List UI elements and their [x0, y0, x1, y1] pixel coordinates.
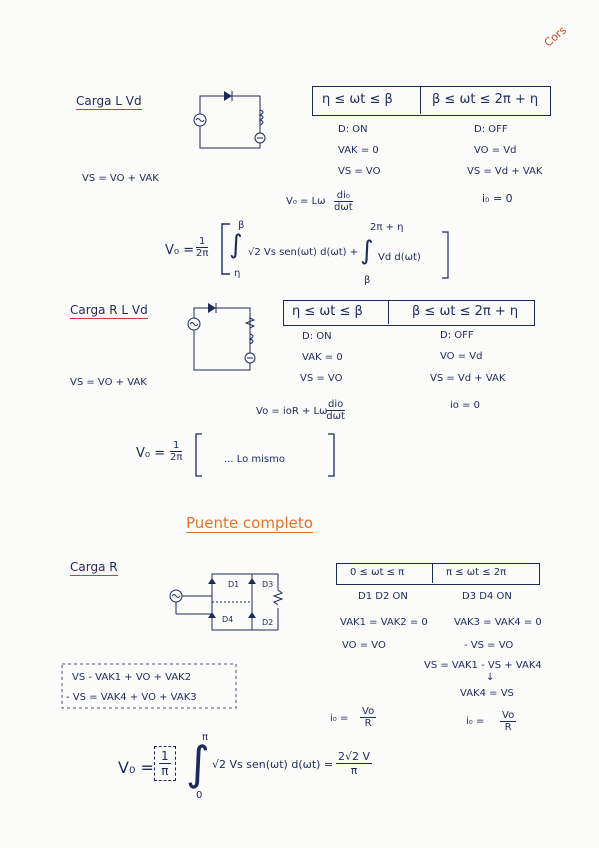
section2-left-eq: VS = VO + VAK — [70, 377, 147, 388]
section1-bracket — [221, 223, 230, 275]
circuit-bridge-diagram — [169, 573, 284, 631]
section2-col2-0: D: OFF — [440, 330, 474, 341]
section2-io: io = 0 — [450, 400, 480, 411]
section1-int-body1: √2 Vs sen(ωt) d(ωt) + — [248, 247, 359, 258]
section1-integral-sign1: ∫ — [229, 230, 243, 260]
section3-final-upper: π — [202, 732, 209, 743]
section1-int-body2: Vd d(ωt) — [378, 252, 421, 263]
section1-integral-sign2: ∫ — [360, 236, 374, 266]
section3-title: Carga R — [70, 560, 118, 576]
section3-interval-right: π ≤ ωt ≤ 2π — [446, 567, 507, 578]
section2-int-lhs: V₀ = — [136, 446, 166, 461]
section3-col1-1: VAK1 = VAK2 = 0 — [340, 617, 428, 628]
section2-col2-1: VO = Vd — [440, 351, 483, 362]
section2-col2-2: VS = Vd + VAK — [430, 373, 506, 384]
section1-vo-eq: V₀ = Lω — [286, 196, 326, 207]
corner-stamp: Cors — [541, 23, 569, 50]
section1-int-upper2: 2π + η — [370, 222, 404, 233]
section3-final-integral-sign: ∫ — [186, 736, 210, 790]
section2-col1-1: VAK = 0 — [302, 352, 343, 363]
section2-title: Carga R L Vd — [70, 303, 148, 319]
section2-interval-right: β ≤ ωt ≤ 2π + η — [412, 304, 519, 319]
section3-col2-1: VAK3 = VAK4 = 0 — [454, 617, 542, 628]
section3-col2-0: D3 D4 ON — [462, 591, 512, 602]
section1-left-eq: VS = VO + VAK — [82, 173, 159, 184]
section3-io-right: i₀ = — [466, 716, 485, 727]
section1-interval-left: η ≤ ωt ≤ β — [322, 92, 393, 107]
section2-vo-eq: Vo = ioR + Lω — [256, 406, 328, 417]
section2-int-body: ... Lo mismo — [224, 454, 285, 465]
section3-right-eq1: VS = VAK1 - VS + VAK4 — [424, 660, 542, 671]
circuit-rlvd-diagram — [187, 303, 256, 371]
section2-bracket — [195, 433, 335, 477]
section2-col1-0: D: ON — [302, 331, 332, 342]
section3-left-eq2: - VS = VAK4 + VO + VAK3 — [66, 692, 197, 703]
section1-col2-0: D: OFF — [474, 124, 508, 135]
bridge-d1: D1 — [228, 580, 240, 589]
section1-title: Carga L Vd — [76, 94, 142, 110]
section3-heading: Puente completo — [186, 514, 313, 533]
section1-int-lhs: V₀ = — [165, 243, 195, 258]
section2-col1-2: VS = VO — [300, 373, 343, 384]
section1-int-lower1: η — [234, 268, 241, 279]
bridge-d3: D3 — [262, 580, 274, 589]
section1-col2-1: VO = Vd — [474, 145, 517, 156]
section3-io-left: i₀ = — [330, 713, 349, 724]
section3-final-lower: 0 — [196, 790, 203, 801]
section3-col2-2: - VS = VO — [464, 640, 514, 651]
section1-bracket-right — [442, 231, 449, 279]
section3-final-lhs: V₀ = — [118, 758, 154, 777]
section3-left-eq1: VS - VAK1 + VO + VAK2 — [72, 672, 192, 683]
section3-col1-0: D1 D2 ON — [358, 591, 408, 602]
section1-col1-2: VS = VO — [338, 166, 381, 177]
section1-int-lower2: β — [364, 275, 371, 286]
section1-int-upper1: β — [238, 220, 245, 231]
section3-arrow-icon: ↓ — [486, 672, 495, 683]
section3-interval-left: 0 ≤ ωt ≤ π — [350, 567, 405, 578]
section3-col1-2: VO = VO — [342, 640, 386, 651]
section1-io: i₀ = 0 — [482, 192, 513, 205]
bridge-d4: D4 — [222, 615, 234, 624]
section1-interval-box — [312, 86, 551, 116]
section3-eq-dashed-box — [61, 663, 237, 709]
section2-interval-box — [283, 300, 535, 326]
section1-interval-right: β ≤ ωt ≤ 2π + η — [432, 92, 539, 107]
section3-interval-box — [336, 563, 540, 585]
section3-final-body: √2 Vs sen(ωt) d(ωt) = — [212, 758, 334, 771]
section1-col1-1: VAK = 0 — [338, 145, 379, 156]
bridge-d2: D2 — [262, 618, 274, 627]
section2-interval-left: η ≤ ωt ≤ β — [292, 304, 363, 319]
section1-col2-2: VS = Vd + VAK — [467, 166, 543, 177]
section3-right-eq2: VAK4 = VS — [460, 688, 514, 699]
circuit-lvd-diagram — [193, 91, 266, 149]
section1-col1-0: D: ON — [338, 124, 368, 135]
